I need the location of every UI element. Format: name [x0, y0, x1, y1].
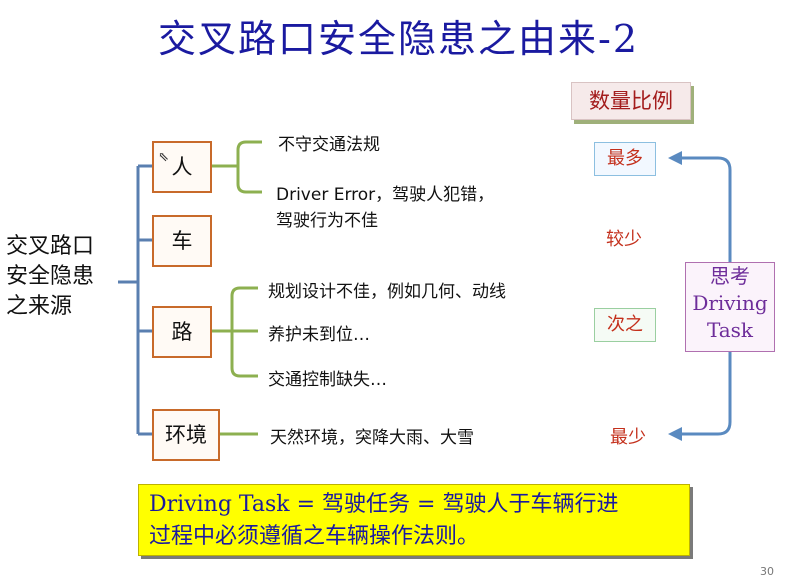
definition-line: 过程中必须遵循之车辆操作法则。 — [149, 524, 480, 549]
think-box-line: 思考 — [710, 264, 750, 288]
ratio-second: 次之 — [594, 308, 656, 342]
detail-lu-2: 养护未到位… — [268, 325, 370, 345]
detail-ren-2: Driver Error，驾驶人犯错， — [276, 185, 495, 205]
arrow-up-path — [680, 156, 732, 262]
detail-lu-1: 规划设计不佳，例如几何、动线 — [268, 282, 506, 302]
definition-line: Driving Task = 驾驶任务 = 驾驶人于车辆行进 — [149, 492, 619, 517]
driving-task-definition: Driving Task = 驾驶任务 = 驾驶人于车辆行进 过程中必须遵循之车… — [138, 484, 690, 556]
arrow-up-head — [668, 151, 682, 165]
ratio-header: 数量比例 — [571, 82, 691, 120]
root-label-line: 交叉路口 — [6, 234, 95, 259]
detail-huanjing-1: 天然环境，突降大雨、大雪 — [270, 428, 474, 448]
root-label-line: 之来源 — [6, 294, 73, 319]
slide-title: 交叉路口安全隐患之由来-2 — [157, 17, 640, 61]
arrow-down-path — [680, 350, 732, 436]
think-box-line: Driving — [692, 291, 768, 315]
ratio-least: 最少 — [610, 427, 646, 448]
page-number: 30 — [760, 565, 774, 578]
root-label-line: 安全隐患 — [6, 264, 95, 289]
root-label: 交叉路口 安全隐患 之来源 — [6, 232, 118, 322]
think-box-line: Task — [706, 318, 754, 342]
mouse-cursor-icon: ⇖ — [158, 150, 169, 165]
arrow-down-head — [668, 427, 682, 441]
category-lu: 路 — [152, 306, 212, 358]
ratio-most: 最多 — [594, 142, 656, 176]
detail-lu-3: 交通控制缺失… — [268, 370, 387, 390]
detail-ren-3: 驾驶行为不佳 — [276, 211, 378, 231]
ren-bracket — [236, 140, 262, 194]
category-che: 车 — [152, 215, 212, 267]
detail-ren-1: 不守交通法规 — [278, 135, 380, 155]
category-huanjing: 环境 — [152, 409, 220, 461]
category-ren: 人 — [152, 141, 212, 193]
think-driving-task-box: 思考 Driving Task — [685, 262, 775, 352]
ratio-less: 较少 — [606, 229, 642, 250]
